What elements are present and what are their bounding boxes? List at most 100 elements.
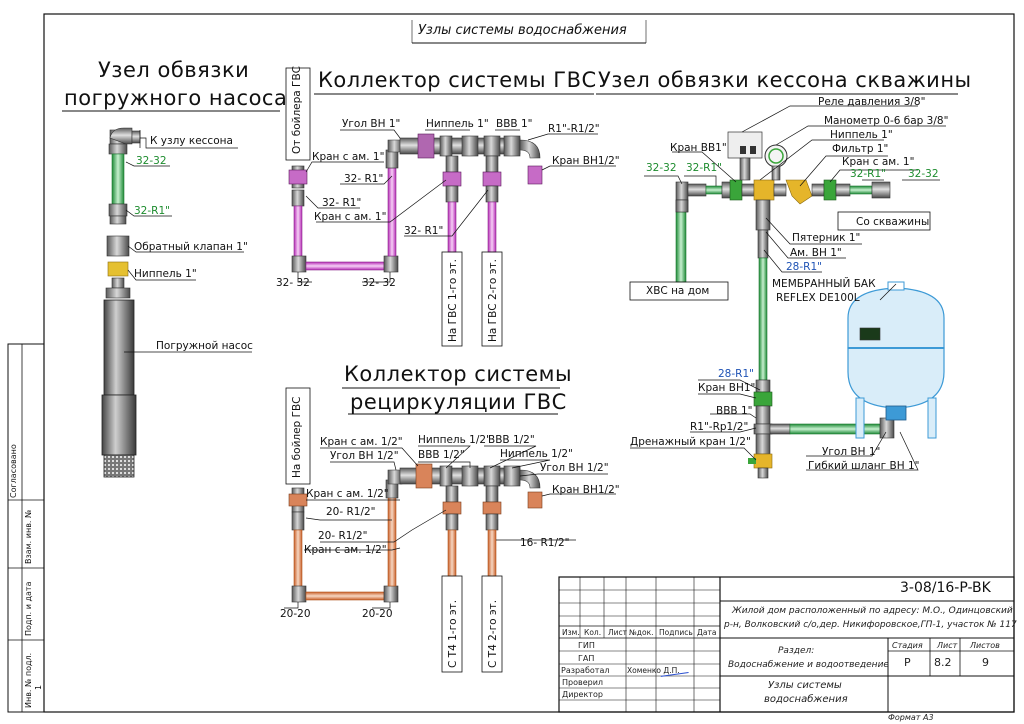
pressure-relay — [727, 131, 763, 159]
address-line-1: Жилой дом расположенный по адресу: М.О.,… — [732, 606, 1013, 616]
stamp-inv-value: 1 — [34, 684, 43, 690]
label-to-boiler: На бойлер ГВС — [291, 396, 303, 478]
label-recirc-nipple-1: Ниппель 1/2" — [418, 434, 491, 446]
label-submersible-pump: Погружной насос — [156, 340, 253, 352]
role-proveril: Проверил — [562, 678, 604, 687]
label-kesson-nipple: Ниппель 1" — [830, 129, 893, 141]
label-kesson-32-32-a: 32-32 — [646, 162, 677, 174]
address-line-2: р-н, Волковский с/о,дер. Никифоровское,Г… — [724, 620, 1017, 630]
label-recirc-valve-half: Кран ВН1/2" — [552, 484, 620, 496]
label-gvs-r1-r12: R1"-R1/2" — [548, 123, 600, 135]
label-kesson-angle: Угол ВН 1" — [822, 446, 881, 458]
section-title-recirc-2: рециркуляции ГВС — [350, 390, 567, 414]
label-r1-rp12: R1"-Rp1/2" — [690, 421, 749, 433]
label-recirc-20-20-b: 20-20 — [362, 608, 393, 620]
label-kesson-valve-am: Кран с ам. 1" — [842, 156, 915, 168]
label-pressure-relay: Реле давления 3/8" — [818, 96, 926, 108]
label-kesson-32-r1-a: 32-R1" — [686, 162, 722, 174]
col-izm: Изм. — [562, 628, 580, 637]
label-pump-nipple: Ниппель 1" — [134, 268, 197, 280]
label-gvs-32-r1-b: 32- R1" — [322, 197, 362, 209]
razdel-value: Водоснабжение и водоотведение — [728, 660, 889, 670]
sheet-title: Узлы системы водоснабжения — [418, 23, 627, 38]
label-recirc-angle-2: Угол ВН 1/2" — [540, 462, 609, 474]
label-recirc-20-20-a: 20-20 — [280, 608, 311, 620]
label-check-valve: Обратный клапан 1" — [134, 241, 248, 253]
label-gvs-nipple: Ниппель 1" — [426, 118, 489, 130]
listov-value: 9 — [982, 656, 989, 669]
label-valve-bh1: Кран ВН1" — [698, 382, 756, 394]
submersible-pump — [103, 299, 135, 396]
label-tank-2: REFLEX DE100L — [776, 292, 860, 304]
label-recirc-angle: Угол ВН 1/2" — [330, 450, 399, 462]
drawing-name-2: водоснабжения — [764, 694, 848, 705]
stamp-vzam: Взам. инв. № — [24, 509, 33, 564]
list-header: Лист — [937, 641, 958, 650]
label-gvs-valve-half: Кран ВН1/2" — [552, 155, 620, 167]
stamp-inv: Инв. № подл. — [24, 652, 33, 708]
recirc-collector — [284, 387, 616, 673]
side-stamp-frame — [7, 343, 45, 713]
label-gvs-32-32-b: 32- 32 — [362, 277, 396, 289]
section-title-pump-2: погружного насоса — [64, 86, 288, 110]
col-podp: Подпись — [659, 628, 693, 637]
section-title-gvs: Коллектор системы ГВС — [318, 68, 597, 92]
membrane-tank — [847, 281, 945, 439]
gvs-collector — [285, 67, 616, 347]
label-recirc-in-1: С Т4 1-го эт. — [447, 599, 459, 668]
label-28-r1-a: 28-R1" — [786, 261, 822, 273]
label-recirc-bbb-2: ВВВ 1/2" — [488, 434, 535, 446]
title-block-lines — [558, 576, 1015, 713]
label-gvs-angle: Угол ВН 1" — [342, 118, 401, 130]
label-recirc-valve-am-2: Кран с ам. 1/2" — [306, 488, 389, 500]
label-five-way: Пятерник 1" — [792, 232, 861, 244]
label-from-well: Со скважины — [856, 216, 930, 228]
role-gip: ГИП — [578, 641, 595, 650]
pump-node — [101, 127, 252, 478]
label-recirc-bbb-1: ВВВ 1/2" — [418, 449, 465, 461]
label-gvs-out-2: На ГВС 2-го эт. — [487, 259, 499, 342]
label-recirc-16-r12: 16- R1/2" — [520, 537, 570, 549]
label-recirc-valve-am-1: Кран с ам. 1/2" — [320, 436, 403, 448]
kesson-node — [629, 105, 946, 479]
col-data: Дата — [697, 628, 717, 637]
format-label: Формат А3 — [888, 713, 934, 722]
section-title-pump-1: Узел обвязки — [98, 58, 250, 82]
label-to-kesson: К узлу кессона — [150, 135, 233, 147]
role-gap: ГАП — [578, 654, 595, 663]
list-value: 8.2 — [934, 656, 952, 669]
label-gvs-valve-am-2: Кран с ам. 1" — [314, 211, 387, 223]
label-gvs-32-r1-c: 32- R1" — [404, 225, 444, 237]
label-gvs-32-r1-a: 32- R1" — [344, 173, 384, 185]
label-gvs-valve-am: Кран с ам. 1" — [312, 151, 385, 163]
stadia-value: Р — [904, 656, 911, 669]
listov-header: Листов — [970, 641, 1000, 650]
label-kesson-bbb: ВВВ 1" — [716, 405, 753, 417]
label-recirc-nipple-2: Ниппель 1/2" — [500, 448, 573, 460]
label-gvs-32-32-a: 32- 32 — [276, 277, 310, 289]
role-razrab: Разработал — [561, 666, 610, 675]
drawing-name-1: Узлы системы — [768, 680, 842, 691]
label-tank-1: МЕМБРАННЫЙ БАК — [772, 278, 876, 290]
section-title-kesson: Узел обвязки кессона скважины — [598, 68, 972, 92]
label-manometer: Манометр 0-6 бар 3/8" — [824, 115, 949, 127]
label-pump-fit-32-r1: 32-R1" — [134, 205, 170, 217]
label-recirc-20-r12-a: 20- R1/2" — [326, 506, 376, 518]
label-gvs-out-1: На ГВС 1-го эт. — [447, 259, 459, 342]
stamp-sign-date: Подп. и дата — [24, 581, 33, 637]
label-kesson-32-r1-b: 32-R1" — [850, 168, 886, 180]
col-list: Лист — [608, 628, 628, 637]
role-direktor: Директор — [562, 690, 603, 699]
stamp-agreed: Согласовано — [9, 444, 18, 498]
label-recirc-20-r12-b: 20- R1/2" — [318, 530, 368, 542]
label-kesson-32-32-b: 32-32 — [908, 168, 939, 180]
label-from-boiler: От бойлера ГВС — [291, 66, 303, 154]
label-am-bh: Ам. ВН 1" — [790, 247, 842, 259]
label-pump-fit-32-32: 32-32 — [136, 155, 167, 167]
razdel-label: Раздел: — [778, 646, 815, 656]
label-recirc-in-2: С Т4 2-го эт. — [487, 599, 499, 668]
col-kol: Кол. — [584, 628, 602, 637]
label-gvs-bbb: ВВВ 1" — [496, 118, 533, 130]
section-title-recirc-1: Коллектор системы — [344, 362, 573, 386]
label-recirc-valve-am-3: Кран с ам. 1/2" — [304, 544, 387, 556]
